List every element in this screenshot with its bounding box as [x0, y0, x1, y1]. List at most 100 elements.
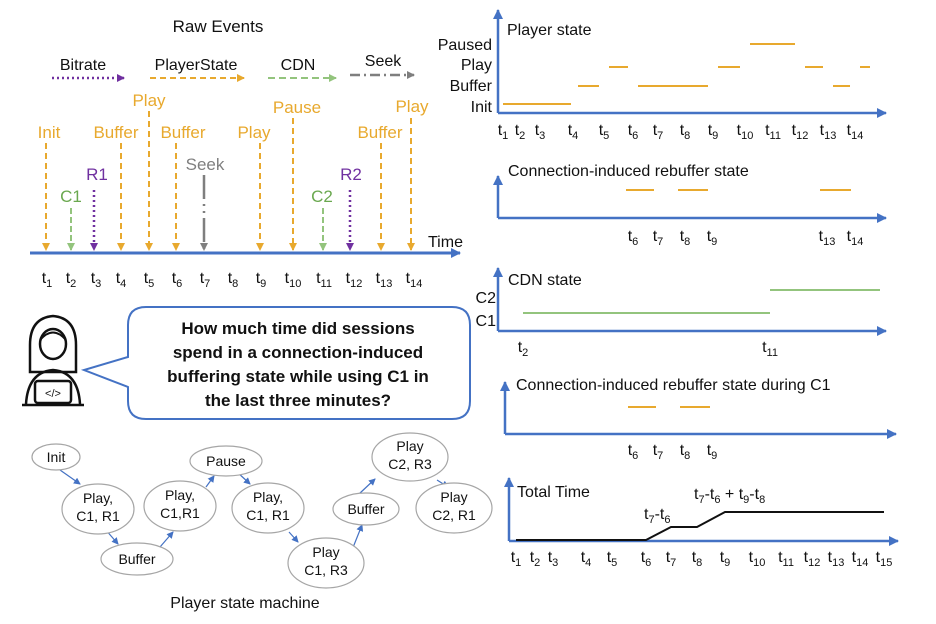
- state-edge: [205, 475, 215, 488]
- x-tick-label: t9: [708, 122, 719, 142]
- x-tick-label: t2: [515, 122, 526, 142]
- x-tick-label: t14: [847, 228, 864, 248]
- state-node: Pause: [189, 445, 263, 477]
- x-tick-label: t11: [778, 549, 794, 569]
- x-tick-label: t6: [641, 549, 652, 569]
- x-tick-label: t6: [628, 122, 639, 142]
- rebuffer-during-c1-chart: Connection-induced rebuffer state during…: [500, 377, 897, 462]
- x-tick-label: t3: [548, 549, 559, 569]
- time-tick: t2: [66, 270, 77, 290]
- state-node-label: Play: [396, 438, 423, 454]
- total-time-annotation: t7-t6 + t9-t8: [694, 486, 765, 506]
- time-tick: t12: [346, 270, 363, 290]
- x-tick-label: t4: [568, 122, 579, 142]
- x-tick-label: t13: [819, 228, 836, 248]
- x-tick-label: t5: [607, 549, 618, 569]
- event-label-play: Play: [237, 123, 271, 142]
- legend-cdn-label: CDN: [281, 57, 316, 74]
- x-tick-label: t13: [820, 122, 837, 142]
- state-node-label: Play,: [165, 487, 195, 503]
- event-label-pause: Pause: [273, 98, 321, 117]
- x-tick-label: t6: [628, 228, 639, 248]
- x-tick-label: t14: [852, 549, 869, 569]
- time-tick: t4: [116, 270, 127, 290]
- state-edge: [159, 531, 174, 548]
- state-machine-title: Player state machine: [170, 595, 320, 612]
- time-axis-label: Time: [428, 234, 463, 251]
- time-tick: t8: [228, 270, 239, 290]
- x-tick-label: t9: [720, 549, 731, 569]
- state-edge: [288, 531, 299, 543]
- state-edge: [59, 469, 81, 485]
- question-line: How much time did sessions: [181, 319, 414, 338]
- x-tick-label: t9: [707, 442, 718, 462]
- chart-title: Connection-induced rebuffer state: [508, 163, 749, 180]
- state-node-label: Play: [440, 489, 467, 505]
- x-tick-label: t3: [535, 122, 546, 142]
- x-tick-label: t5: [599, 122, 610, 142]
- question-bubble: [80, 306, 471, 420]
- x-tick-label: t12: [804, 549, 821, 569]
- event-label-play: Play: [395, 97, 429, 116]
- x-tick-label: t2: [518, 339, 529, 359]
- x-tick-label: t11: [762, 339, 778, 359]
- state-node-label: C2, R1: [432, 507, 476, 523]
- state-node: Buffer: [332, 492, 400, 526]
- x-tick-label: t11: [765, 122, 781, 142]
- state-node-label: Init: [47, 449, 66, 465]
- x-tick-label: t7: [653, 228, 664, 248]
- state-node: Buffer: [100, 542, 174, 576]
- x-tick-label: t8: [680, 122, 691, 142]
- state-node-label: C1,R1: [160, 505, 200, 521]
- y-tick-label: Paused: [438, 37, 492, 54]
- time-tick: t9: [256, 270, 267, 290]
- event-label-c1: C1: [60, 187, 82, 206]
- x-tick-label: t12: [792, 122, 809, 142]
- time-ticks: t1 t2 t3 t4 t5 t6 t7 t8 t9 t10 t11 t12 t…: [42, 270, 423, 290]
- state-node-label: Pause: [206, 453, 246, 469]
- state-node-label: Play: [312, 544, 339, 560]
- event-label-buffer: Buffer: [93, 123, 138, 142]
- x-tick-label: t7: [653, 442, 664, 462]
- state-machine: Init Play, C1, R1 Buffer Play, C1,R1 Pau…: [31, 432, 493, 612]
- x-tick-label: t1: [498, 122, 509, 142]
- x-tick-label: t13: [828, 549, 845, 569]
- event-label-init: Init: [38, 123, 61, 142]
- state-node-label: C1, R1: [246, 507, 290, 523]
- rebuffer-state-chart: Connection-induced rebuffer state t6 t7 t8…: [493, 163, 887, 248]
- state-node: Play, C1, R1: [231, 482, 305, 534]
- time-tick: t10: [285, 270, 302, 290]
- x-tick-label: t10: [749, 549, 766, 569]
- y-tick-label: C2: [476, 290, 497, 307]
- total-time-annotation: t7-t6: [644, 506, 670, 526]
- time-tick: t3: [91, 270, 102, 290]
- time-tick: t13: [376, 270, 393, 290]
- event-legend: Bitrate PlayerState CDN Seek: [52, 53, 415, 82]
- event-arrows: [42, 111, 415, 251]
- x-tick-label: t1: [511, 549, 522, 569]
- time-tick: t7: [200, 270, 211, 290]
- event-label-buffer: Buffer: [160, 123, 205, 142]
- x-tick-label: t8: [692, 549, 703, 569]
- x-tick-label: t14: [847, 122, 864, 142]
- y-tick-label: Init: [471, 99, 493, 116]
- x-tick-label: t6: [628, 442, 639, 462]
- raw-events-title: Raw Events: [173, 17, 264, 36]
- state-node-label: C1, R1: [76, 508, 120, 524]
- y-tick-label: Buffer: [450, 78, 493, 95]
- svg-text:</>: </>: [45, 388, 61, 400]
- x-tick-label: t8: [680, 228, 691, 248]
- x-tick-label: t2: [530, 549, 541, 569]
- x-tick-label: t9: [707, 228, 718, 248]
- event-label-play: Play: [132, 91, 166, 110]
- state-node-label: Play,: [253, 489, 283, 505]
- legend-playerstate-label: PlayerState: [155, 57, 238, 74]
- chart-title: CDN state: [508, 272, 582, 289]
- event-label-r2: R2: [340, 165, 362, 184]
- question-line: buffering state while using C1 in: [167, 367, 429, 386]
- state-node-label: Buffer: [347, 501, 384, 517]
